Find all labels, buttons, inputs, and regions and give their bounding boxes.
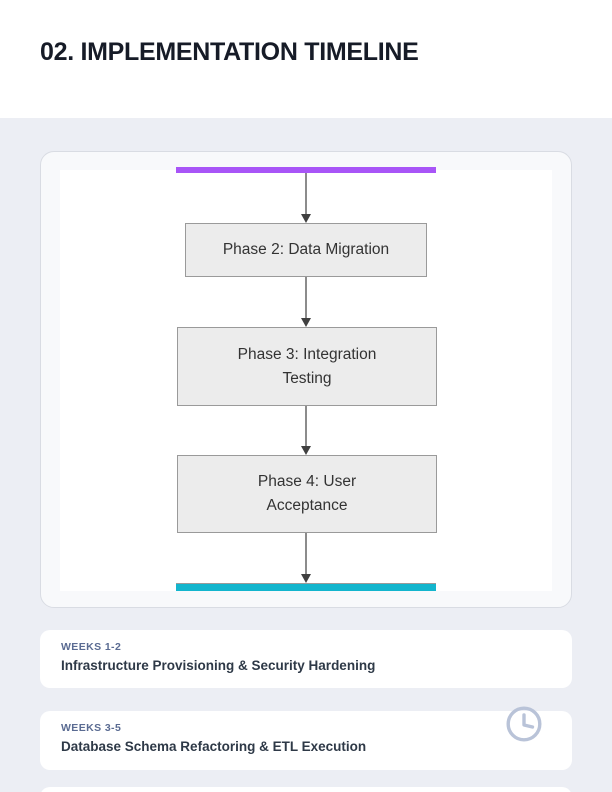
timeline-item-partial [40, 787, 572, 792]
flow-arrow-stem [305, 173, 307, 215]
phase-node-label: Acceptance [266, 497, 348, 514]
phase-node-label: Phase 2: Data Migration [222, 241, 390, 258]
page-header: 02. IMPLEMENTATION TIMELINE [0, 0, 612, 118]
phase-2-node: Phase 2: Data Migration [185, 223, 427, 277]
clock-icon [506, 706, 542, 742]
phase-1-node-clipped [176, 167, 436, 173]
flow-arrow-stem [305, 406, 307, 447]
arrow-down-icon [300, 318, 311, 327]
flowchart-canvas: Phase 2: Data Migration Phase 3: Integra… [60, 167, 552, 591]
phase-node-label: Phase 3: Integration [237, 345, 377, 363]
weeks-label: WEEKS 3-5 [61, 722, 122, 734]
phase-5-node-clipped [176, 583, 436, 591]
flow-arrow-stem [305, 277, 307, 319]
phase-node-label: Phase 4: User [257, 473, 357, 490]
timeline-item: WEEKS 3-5 Database Schema Refactoring & … [40, 711, 572, 770]
page-title: 02. IMPLEMENTATION TIMELINE [40, 38, 419, 66]
timeline-item-title: Infrastructure Provisioning & Security H… [61, 658, 376, 673]
flowchart-card: Phase 2: Data Migration Phase 3: Integra… [40, 151, 572, 608]
phase-4-node: Phase 4: User Acceptance [177, 455, 437, 533]
flow-arrow-stem [305, 533, 307, 575]
timeline-item: WEEKS 1-2 Infrastructure Provisioning & … [40, 630, 572, 688]
weeks-label: WEEKS 1-2 [61, 641, 122, 653]
timeline-item-title: Database Schema Refactoring & ETL Execut… [61, 739, 367, 754]
phase-3-node: Phase 3: Integration Testing [177, 327, 437, 406]
arrow-down-icon [300, 214, 311, 223]
phase-node-label: Testing [282, 369, 332, 387]
arrow-down-icon [300, 574, 311, 583]
arrow-down-icon [300, 446, 311, 455]
